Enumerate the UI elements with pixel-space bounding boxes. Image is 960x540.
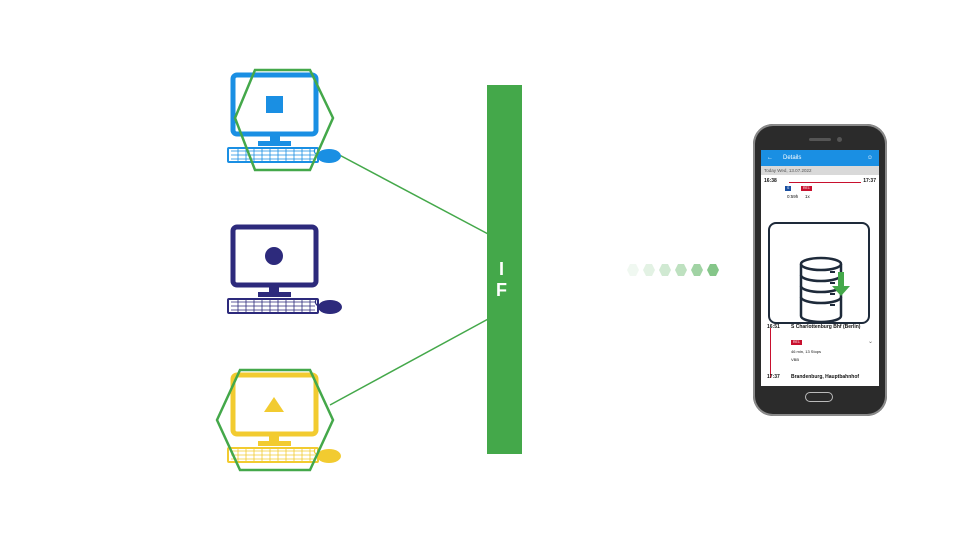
phone-camera [837, 137, 842, 142]
route-line-vertical [770, 328, 771, 378]
trail-hexagon-3 [659, 264, 671, 276]
stop1-name: S Charlottenburg Bhf (Berlin) [791, 324, 861, 330]
stop1-time: 16:51 [767, 324, 780, 330]
user-icon[interactable]: ☺ [866, 155, 873, 161]
interface-label: I F [496, 259, 513, 300]
trail-hexagon-6 [707, 264, 719, 276]
yellow-hexagon-icon [215, 368, 335, 472]
duration: 0:59h [787, 194, 799, 199]
interface-bar [487, 85, 522, 454]
ride-info: 46 min, 13 Stops [791, 349, 822, 354]
stop2-name: Brandenburg, Hauptbahnhof [791, 374, 860, 380]
arrow-left-icon[interactable]: ← [767, 155, 773, 161]
arrival-time: 17:37 [863, 178, 876, 184]
circle-symbol-icon [265, 247, 283, 265]
train-tag-small: RE1 [801, 186, 812, 191]
connector-line-bottom [329, 317, 491, 406]
yellow-computer-icon [227, 372, 341, 463]
triangle-symbol-icon [264, 397, 284, 412]
transfers: 1x [805, 194, 810, 199]
departure-time: 16:38 [764, 178, 777, 184]
blue-hexagon-icon [233, 68, 335, 172]
database-download-card [768, 222, 870, 324]
chevron-down-icon[interactable]: ⌄ [867, 339, 873, 345]
date-bar: Today Wed, 13.07.2022 [761, 166, 879, 175]
database-download-icon [799, 256, 850, 324]
home-button[interactable] [805, 392, 833, 402]
s-bahn-tag: S [785, 186, 792, 191]
train-tag: RE1 [791, 340, 802, 345]
trail-hexagon-2 [643, 264, 655, 276]
phone-speaker [809, 138, 831, 141]
square-symbol-icon [266, 96, 283, 113]
trail-hexagon-5 [691, 264, 703, 276]
trail-hexagon-1 [627, 264, 639, 276]
app-bar: ← Details ☺ [761, 150, 879, 166]
route-line [789, 182, 861, 183]
app-title: Details [783, 155, 802, 161]
trail-hexagon-4 [675, 264, 687, 276]
connector-line-top [329, 149, 491, 236]
blue-computer-icon [227, 72, 341, 163]
stop2-time: 17:37 [767, 374, 780, 380]
data-transfer-trail [627, 264, 719, 276]
purple-computer-icon [227, 224, 342, 314]
operator: VBB [791, 357, 800, 362]
